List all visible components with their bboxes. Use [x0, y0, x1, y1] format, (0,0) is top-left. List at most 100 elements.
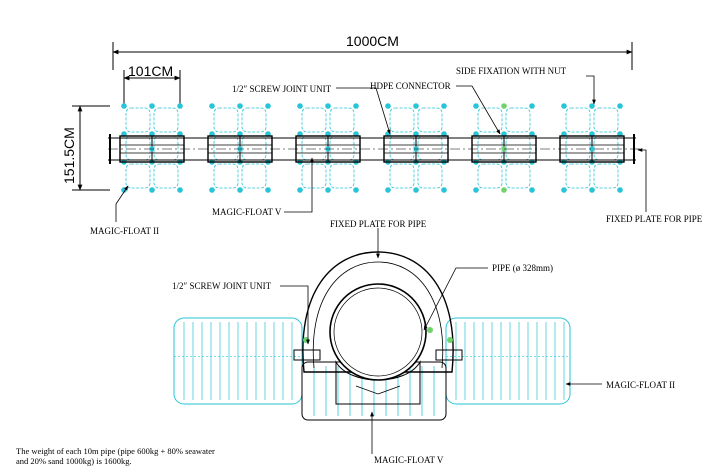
pipe-seat — [335, 360, 421, 405]
connector-lug — [473, 103, 479, 109]
float-cell — [593, 135, 619, 161]
connector-lug — [413, 187, 419, 193]
connector-lug — [561, 103, 567, 109]
connector-lug — [589, 187, 595, 193]
connector-lug — [353, 187, 359, 193]
float-cell — [505, 107, 531, 133]
total-length-dimension: 1000CM — [346, 33, 399, 49]
connector-lug — [325, 187, 331, 193]
connector-lug — [121, 103, 127, 109]
connector-lug — [209, 187, 215, 193]
float-cell — [477, 163, 503, 189]
pipe-inner-wall — [333, 287, 423, 377]
weight-note: The weight of each 10m pipe (pipe 600kg … — [16, 446, 215, 466]
float-cell — [593, 163, 619, 189]
magic-float-v-label-top: MAGIC-FLOAT V — [212, 207, 282, 217]
float-unit-1 — [119, 103, 185, 193]
connector-lug — [561, 187, 567, 193]
screw-joint-left — [293, 349, 321, 361]
float-cell — [213, 135, 239, 161]
float-cell — [477, 135, 503, 161]
connector-lug — [473, 187, 479, 193]
dimension-unit-width — [123, 70, 181, 104]
connector-lug — [149, 103, 155, 109]
float-body — [445, 317, 571, 405]
connector-lug — [237, 103, 243, 109]
side-fixation-label: SIDE FIXATION WITH NUT — [456, 66, 567, 76]
float-cell — [565, 135, 591, 161]
magic-float-ii-label-right: MAGIC-FLOAT II — [606, 380, 676, 390]
leader-lines-top — [115, 75, 647, 222]
connector-lug — [149, 187, 155, 193]
connector-lug — [529, 103, 535, 109]
screw-bolt-right — [447, 337, 453, 343]
float-cell — [417, 163, 443, 189]
float-cell — [477, 107, 503, 133]
float-cell — [417, 135, 443, 161]
fixed-plate-inner — [312, 261, 444, 369]
float-cell — [213, 107, 239, 133]
float-cell — [125, 107, 151, 133]
float-cell — [505, 135, 531, 161]
unit-width-dimension: 101CM — [128, 63, 174, 79]
connector-lug — [265, 103, 271, 109]
float-cell — [389, 163, 415, 189]
connector-lug — [441, 103, 447, 109]
fixed-plate-label-right: FIXED PLATE FOR PIPE — [606, 214, 703, 224]
float-cell — [329, 135, 355, 161]
float-units-row — [119, 103, 625, 193]
float-cell — [153, 107, 179, 133]
connector-lug — [441, 187, 447, 193]
connector-lug — [589, 103, 595, 109]
cross-section — [173, 251, 571, 421]
connector-lug — [325, 103, 331, 109]
magic-float-v-label-bottom: MAGIC-FLOAT V — [374, 455, 444, 465]
magic-float-ii-label-left: MAGIC-FLOAT II — [90, 226, 160, 236]
screw-joint-label-top: 1/2″ SCREW JOINT UNIT — [232, 84, 332, 94]
connector-lug — [385, 103, 391, 109]
float-unit-5 — [471, 103, 537, 193]
float-cell — [329, 163, 355, 189]
connector-lug — [297, 103, 303, 109]
connector-lug — [501, 187, 507, 193]
connector-lug — [209, 103, 215, 109]
screw-joint-label-bottom: 1/2″ SCREW JOINT UNIT — [172, 281, 272, 291]
float-unit-6 — [559, 103, 625, 193]
float-cell — [565, 107, 591, 133]
float-cell — [505, 163, 531, 189]
connector-lug — [385, 187, 391, 193]
magic-float-ii-right — [445, 317, 571, 405]
dimension-height — [72, 105, 110, 191]
float-cell — [125, 135, 151, 161]
float-unit-3 — [295, 103, 361, 193]
float-unit-2 — [207, 103, 273, 193]
float-cell — [389, 107, 415, 133]
float-cell — [213, 163, 239, 189]
float-cell — [153, 163, 179, 189]
pipe-axis — [108, 134, 642, 164]
float-cell — [241, 135, 267, 161]
connector-lug — [617, 187, 623, 193]
screw-bolt-pipe — [427, 327, 433, 333]
connector-lug — [265, 187, 271, 193]
fixed-plate-label-center: FIXED PLATE FOR PIPE — [330, 219, 427, 229]
pipe-circle — [329, 283, 427, 381]
connector-lug — [617, 103, 623, 109]
height-dimension: 151.5CM — [61, 127, 77, 184]
float-unit-4 — [383, 103, 449, 193]
leader-lines-bottom — [280, 228, 602, 454]
float-cell — [329, 107, 355, 133]
connector-lug — [413, 103, 419, 109]
float-cell — [153, 135, 179, 161]
float-body — [173, 317, 303, 405]
connector-lug — [529, 187, 535, 193]
connector-lug — [177, 103, 183, 109]
hdpe-connector-icon — [589, 146, 595, 152]
float-cell — [417, 107, 443, 133]
float-cell — [593, 107, 619, 133]
connector-lug — [297, 187, 303, 193]
dimension-total-length — [112, 42, 633, 70]
magic-float-ii-left — [173, 317, 303, 405]
